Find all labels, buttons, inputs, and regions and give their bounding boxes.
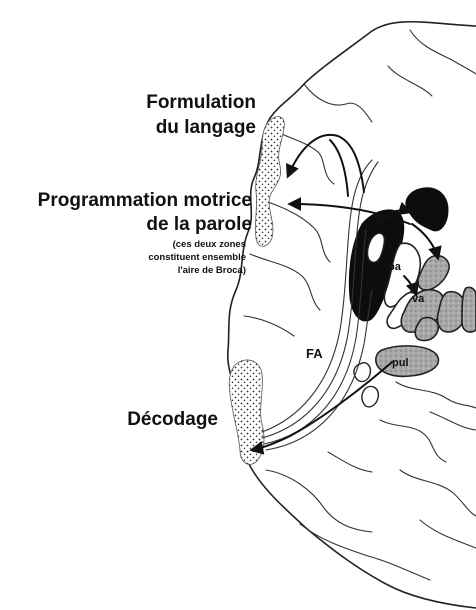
label-decodage: Décodage [127, 409, 218, 430]
label-formulation-line2: du langage [156, 117, 256, 138]
nucleus-pa [418, 256, 449, 290]
label-programmation-line1: Programmation motrice [38, 190, 252, 211]
label-va: va [412, 293, 425, 305]
arrow-to-formulation [288, 135, 364, 192]
broca-formulation-zone [255, 117, 284, 247]
label-pa: pa [388, 261, 402, 273]
label-note-line3: l'aire de Broca) [178, 265, 246, 276]
label-fa: FA [306, 346, 323, 361]
label-formulation-line1: Formulation [146, 92, 256, 113]
small-white-2 [362, 386, 378, 406]
label-programmation-line2: de la parole [146, 214, 252, 235]
label-note-line1: (ces deux zones [173, 239, 246, 250]
nucleus-grey-4 [462, 287, 476, 331]
label-note-line2: constituent ensemble [148, 252, 246, 263]
label-pul: pul [392, 357, 409, 369]
